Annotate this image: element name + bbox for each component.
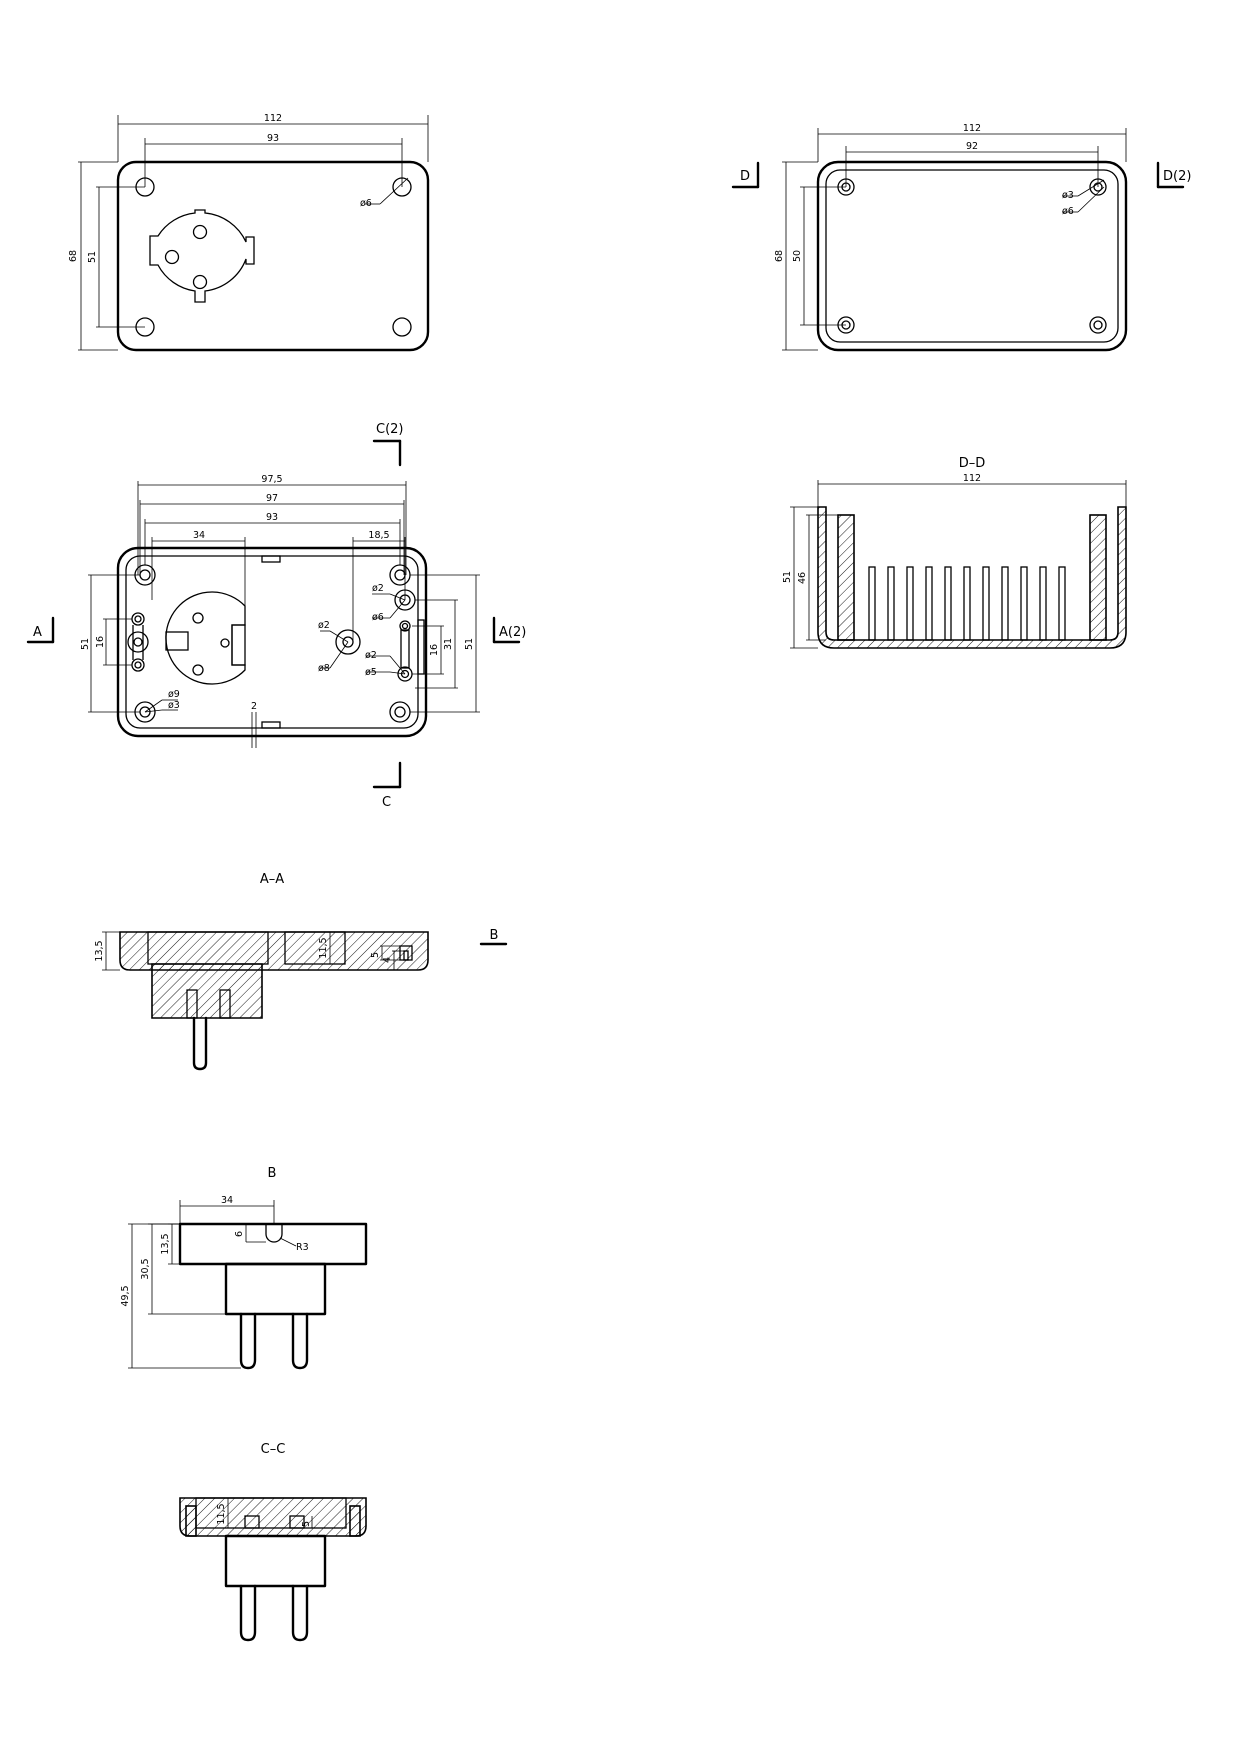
socket-pin-hole xyxy=(192,274,208,290)
dim-top-w-outer: 112 xyxy=(264,113,282,124)
inner-view: 97,5 97 93 34 18,5 51 16 51 31 16 ø9 ø3 xyxy=(26,422,526,810)
aa-pin xyxy=(192,1016,208,1071)
section-mark-a: A xyxy=(33,625,42,640)
dim-aa-115: 11,5 xyxy=(318,937,329,958)
section-mark-d: D xyxy=(740,169,750,184)
cc-lid xyxy=(179,1497,367,1537)
dim-inner-d8: ø8 xyxy=(318,663,330,674)
dim-inner-97: 97 xyxy=(266,493,278,504)
b-lid xyxy=(178,1222,368,1266)
aa-plug-body xyxy=(151,963,263,1019)
dd-ribs xyxy=(868,566,1066,641)
section-mark-a2: A(2) xyxy=(499,625,526,640)
section-cc-title: C–C xyxy=(261,1442,286,1457)
dim-dd-46: 46 xyxy=(797,572,808,584)
cc-pin xyxy=(291,1584,309,1642)
dim-inner-34: 34 xyxy=(193,530,205,541)
dim-inner-d9: ø9 xyxy=(168,689,180,700)
dim-inner-16-right: 16 xyxy=(429,644,440,656)
section-mark-c: C xyxy=(382,795,391,810)
section-aa-title: A–A xyxy=(260,872,284,887)
b-plug-body xyxy=(224,1262,327,1316)
dim-inner-wall: 2 xyxy=(251,701,257,712)
dim-cc-115: 11,5 xyxy=(216,1503,227,1524)
mount-hole xyxy=(392,317,412,337)
dim-top-h-outer: 68 xyxy=(68,250,79,262)
view-b: B 34 6 R3 13,5 30,5 49,5 xyxy=(120,1166,368,1370)
dim-dd-w: 112 xyxy=(963,473,981,484)
dim-inner-93: 93 xyxy=(266,512,278,523)
dim-dd-51: 51 xyxy=(782,571,793,583)
bottom-view: 112 92 68 50 ø3 ø6 D D(2) xyxy=(731,123,1191,352)
boss-outer xyxy=(1089,316,1107,334)
top-view: 112 93 68 51 ø6 xyxy=(68,113,430,352)
dim-b-135: 13,5 xyxy=(160,1233,171,1254)
dim-inner-d2-center: ø2 xyxy=(318,620,330,631)
cc-pin xyxy=(239,1584,257,1642)
dim-top-h-holes: 51 xyxy=(87,251,98,263)
dim-cc-5: 5 xyxy=(301,1521,312,1527)
dim-inner-51-left: 51 xyxy=(80,638,91,650)
b-notch xyxy=(265,1224,283,1243)
dim-top-w-holes: 93 xyxy=(267,133,279,144)
dim-bottom-d3: ø3 xyxy=(1062,190,1074,201)
dim-inner-16-left: 16 xyxy=(95,636,106,648)
section-aa: A–A 13,5 11,5 5 4 B xyxy=(94,872,508,1071)
dim-b-495: 49,5 xyxy=(120,1285,131,1306)
dim-b-305: 30,5 xyxy=(140,1258,151,1279)
section-cc: C–C 11,5 5 xyxy=(179,1442,367,1642)
section-dd-title: D–D xyxy=(959,456,986,471)
aa-lid xyxy=(119,931,429,971)
view-b-title: B xyxy=(268,1166,277,1181)
section-mark-d2: D(2) xyxy=(1163,169,1191,184)
dim-inner-d6-right: ø6 xyxy=(372,612,384,623)
dim-aa-5: 5 xyxy=(370,952,381,958)
dim-inner-d3: ø3 xyxy=(168,700,180,711)
inner-boss xyxy=(389,564,411,586)
dim-top-hole-dia: ø6 xyxy=(360,198,372,209)
dim-aa-4: 4 xyxy=(382,957,393,963)
dd-boss-left xyxy=(837,514,855,641)
dim-b-34: 34 xyxy=(221,1195,233,1206)
dim-b-6: 6 xyxy=(234,1231,245,1237)
inner-boss xyxy=(389,701,411,723)
dim-inner-185: 18,5 xyxy=(368,530,389,541)
section-mark-c2: C(2) xyxy=(376,422,404,437)
socket-pin-hole xyxy=(164,249,180,265)
section-dd: D–D 112 51 46 xyxy=(782,456,1127,649)
dim-inner-d5: ø5 xyxy=(365,667,377,678)
top-outline xyxy=(116,160,430,352)
dd-boss-right xyxy=(1089,514,1107,641)
dim-inner-31-right: 31 xyxy=(443,638,454,650)
dim-inner-51-right: 51 xyxy=(464,638,475,650)
b-pin xyxy=(291,1312,309,1370)
dd-shell xyxy=(817,506,1127,649)
dim-aa-135: 13,5 xyxy=(94,940,105,961)
cc-plug-body xyxy=(224,1534,327,1588)
center-boss xyxy=(335,629,361,655)
bottom-outline-inner xyxy=(825,169,1119,343)
dim-inner-d2-right-top: ø2 xyxy=(372,583,384,594)
dim-inner-d2-right-mid: ø2 xyxy=(365,650,377,661)
dim-bottom-d6: ø6 xyxy=(1062,206,1074,217)
b-pin xyxy=(239,1312,257,1370)
dim-bottom-h-outer: 68 xyxy=(774,250,785,262)
socket-insert-back xyxy=(165,591,246,685)
dim-inner-975: 97,5 xyxy=(261,474,282,485)
bottom-outline-outer xyxy=(816,160,1128,352)
view-mark-b: B xyxy=(490,928,499,943)
socket-pin-hole xyxy=(192,224,208,240)
dim-b-r3: R3 xyxy=(296,1242,309,1253)
inner-outline-outer xyxy=(116,546,428,738)
dim-bottom-w-holes: 92 xyxy=(966,141,978,152)
socket-face xyxy=(149,209,255,303)
dim-bottom-w-outer: 112 xyxy=(963,123,981,134)
dim-bottom-h-holes: 50 xyxy=(792,250,803,262)
